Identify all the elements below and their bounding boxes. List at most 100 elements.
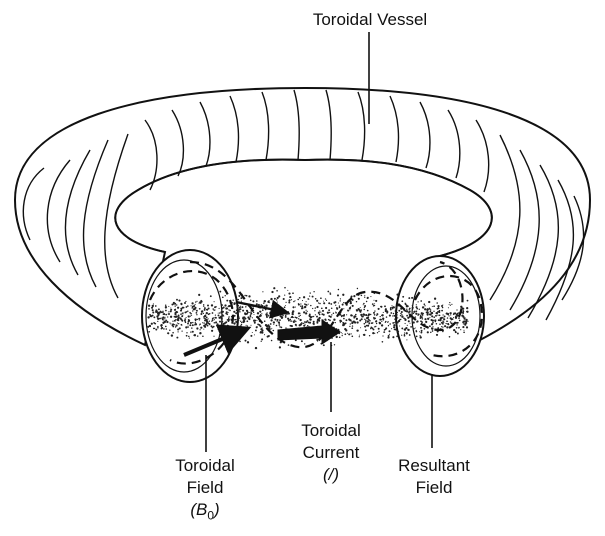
plasma-dot: [314, 310, 315, 311]
plasma-dot: [270, 323, 272, 325]
plasma-dot: [413, 311, 415, 313]
plasma-dot: [441, 326, 442, 327]
plasma-dot: [155, 329, 157, 331]
plasma-dot: [214, 319, 215, 320]
plasma-dot: [408, 310, 410, 312]
plasma-dot: [206, 312, 208, 314]
plasma-dot: [455, 316, 457, 318]
plasma-dot: [221, 321, 223, 323]
plasma-dot: [199, 308, 201, 310]
plasma-dot: [180, 319, 182, 321]
plasma-dot: [250, 316, 252, 318]
plasma-dot: [406, 315, 408, 317]
plasma-dot: [262, 309, 264, 311]
plasma-dot: [187, 326, 188, 327]
plasma-dot: [165, 314, 167, 316]
plasma-dot: [236, 306, 238, 308]
plasma-dot: [365, 314, 367, 316]
plasma-dot: [327, 291, 329, 293]
plasma-dot: [325, 320, 326, 321]
plasma-dot: [178, 300, 180, 302]
plasma-dot: [374, 303, 375, 304]
plasma-dot: [255, 329, 257, 331]
plasma-dot: [261, 338, 263, 340]
plasma-dot: [239, 311, 240, 312]
plasma-dot: [396, 324, 398, 326]
plasma-dot: [303, 311, 305, 313]
plasma-dot: [395, 322, 396, 323]
plasma-dot: [442, 326, 443, 327]
plasma-dot: [367, 320, 369, 322]
plasma-dot: [337, 294, 339, 296]
plasma-dot: [219, 334, 221, 336]
plasma-dot: [447, 321, 448, 322]
plasma-dot: [375, 321, 377, 323]
plasma-dot: [421, 330, 423, 332]
plasma-dot: [352, 305, 354, 307]
plasma-dot: [454, 312, 456, 314]
plasma-dot: [361, 309, 362, 310]
plasma-dot: [346, 314, 347, 315]
plasma-dot: [308, 299, 309, 300]
plasma-dot: [305, 324, 306, 325]
current-arrow: [278, 320, 340, 344]
plasma-dot: [340, 298, 341, 299]
plasma-dot: [274, 318, 276, 320]
plasma-dot: [316, 300, 318, 302]
plasma-dot: [226, 313, 228, 315]
plasma-dot: [318, 302, 319, 303]
plasma-dot: [439, 319, 441, 321]
plasma-dot: [288, 301, 290, 303]
plasma-dot: [205, 315, 206, 316]
plasma-dot: [361, 295, 363, 297]
plasma-dot: [221, 311, 223, 313]
plasma-dot: [413, 313, 414, 314]
plasma-dot: [409, 323, 410, 324]
plasma-dot: [228, 316, 229, 317]
plasma-dot: [399, 325, 400, 326]
plasma-dot: [181, 304, 182, 305]
plasma-dot: [170, 309, 172, 311]
plasma-dot: [438, 307, 439, 308]
plasma-dot: [274, 312, 275, 313]
plasma-dot: [358, 309, 360, 311]
plasma-dot: [177, 323, 178, 324]
plasma-dot: [242, 310, 244, 312]
plasma-dot: [349, 307, 351, 309]
plasma-dot: [381, 315, 382, 316]
plasma-dot: [309, 322, 311, 324]
plasma-dot: [451, 323, 452, 324]
plasma-dot: [242, 317, 244, 319]
plasma-dot: [228, 312, 229, 313]
plasma-dot: [173, 303, 175, 305]
plasma-dot: [213, 317, 214, 318]
plasma-dot: [426, 309, 428, 311]
plasma-dot: [209, 321, 210, 322]
plasma-dot: [250, 300, 252, 302]
plasma-dot: [212, 326, 214, 328]
plasma-dot: [393, 306, 395, 308]
plasma-dot: [435, 319, 436, 320]
plasma-dot: [219, 325, 220, 326]
plasma-dot: [333, 312, 335, 314]
plasma-dot: [282, 313, 283, 314]
plasma-dot: [171, 334, 173, 336]
plasma-dot: [431, 315, 433, 317]
plasma-dot: [398, 320, 400, 322]
plasma-dot: [420, 300, 422, 302]
plasma-dot: [360, 327, 361, 328]
plasma-dot: [177, 331, 178, 332]
plasma-dot: [364, 295, 365, 296]
plasma-dot: [181, 330, 182, 331]
plasma-dot: [221, 308, 222, 309]
plasma-dot: [180, 313, 182, 315]
plasma-dot: [304, 306, 306, 308]
plasma-dot: [239, 335, 241, 337]
plasma-dot: [221, 324, 223, 326]
plasma-dot: [405, 327, 407, 329]
plasma-dot: [240, 337, 241, 338]
plasma-dot: [416, 310, 417, 311]
plasma-dot: [323, 301, 324, 302]
plasma-dot: [285, 316, 287, 318]
plasma-dot: [319, 314, 321, 316]
